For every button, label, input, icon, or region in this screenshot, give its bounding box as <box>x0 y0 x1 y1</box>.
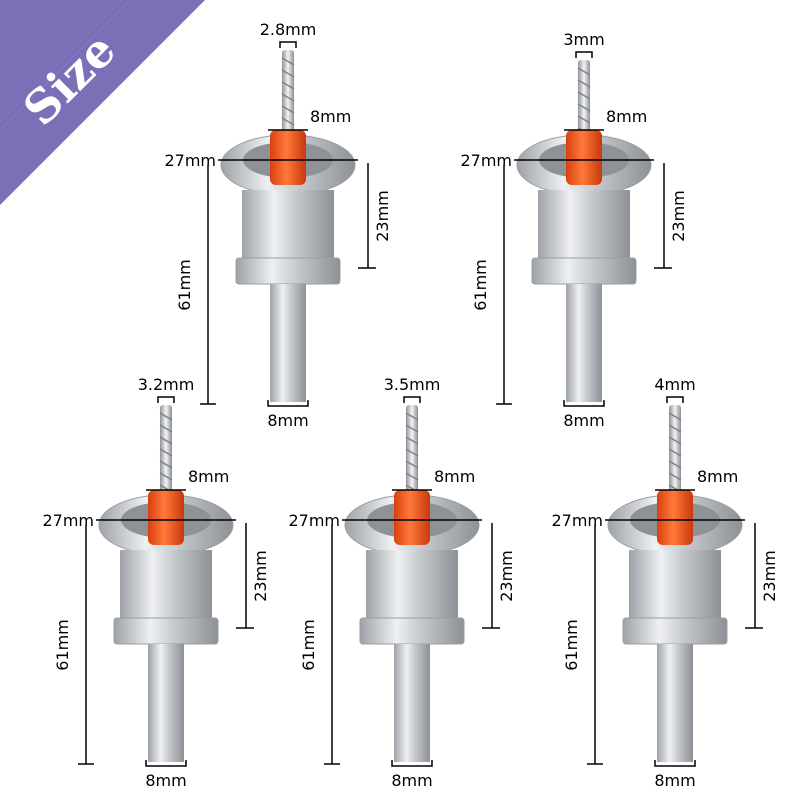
drill-flute <box>668 472 682 481</box>
shank-diameter-label: 8mm <box>654 771 695 790</box>
badge-band <box>0 0 205 205</box>
shank-dimension-line <box>267 400 309 407</box>
length-label: 61mm <box>175 259 194 311</box>
drill-bit <box>578 60 590 140</box>
drill-flute <box>405 472 419 481</box>
body-sleeve <box>366 550 458 620</box>
countersink-bit-3: 3.2mm 8mm 27mm 23mm 61mm 8mm <box>42 375 270 790</box>
shank-dimension-line <box>145 760 187 767</box>
drill-flute <box>405 436 419 445</box>
shank <box>148 644 184 762</box>
drill-flute <box>405 424 419 433</box>
size-badge: Size <box>0 0 205 205</box>
hex-nut <box>113 617 219 645</box>
drill-flute <box>159 460 173 469</box>
shank-diameter-label: 8mm <box>267 411 308 430</box>
shank <box>394 644 430 762</box>
drill-diameter-label: 2.8mm <box>260 20 317 39</box>
outer-diameter-label: 27mm <box>164 151 216 170</box>
drill-flute <box>281 81 295 90</box>
drill-dimension-line <box>403 396 421 403</box>
drill-flute <box>281 117 295 126</box>
countersink-bit-2: 3mm 8mm 27mm 23mm 61mm 8mm <box>460 30 688 430</box>
drill-flute <box>668 424 682 433</box>
countersink-bit-5: 4mm 8mm 27mm 23mm 61mm 8mm <box>551 375 779 790</box>
drill-flute <box>668 448 682 457</box>
length-label: 61mm <box>53 619 72 671</box>
drill-flute <box>668 460 682 469</box>
drill-diameter-label: 3.5mm <box>384 375 441 394</box>
drill-flute <box>405 412 419 421</box>
hex-nut <box>235 257 341 285</box>
shank-diameter-label: 8mm <box>145 771 186 790</box>
shank-diameter-label: 8mm <box>391 771 432 790</box>
collar-diameter-label: 8mm <box>697 467 738 486</box>
drill-flute <box>281 57 295 66</box>
shank-dimension-line <box>563 400 605 407</box>
shank-dimension-line <box>391 760 433 767</box>
drill-flute <box>159 412 173 421</box>
drill-flute <box>281 93 295 102</box>
drill-diameter-label: 3.2mm <box>138 375 195 394</box>
outer-diameter-label: 27mm <box>42 511 94 530</box>
drill-flute <box>577 115 591 124</box>
length-label: 61mm <box>562 619 581 671</box>
outer-diameter-label: 27mm <box>551 511 603 530</box>
collar-diameter-label: 8mm <box>310 107 351 126</box>
drill-flute <box>405 460 419 469</box>
hex-nut <box>531 257 637 285</box>
drill-dimension-line <box>279 41 297 48</box>
collar-diameter-label: 8mm <box>188 467 229 486</box>
orange-collar <box>394 490 430 545</box>
collar-diameter-label: 8mm <box>434 467 475 486</box>
orange-collar <box>566 130 602 185</box>
drill-flute <box>577 103 591 112</box>
shank <box>270 284 306 402</box>
drill-flute <box>281 105 295 114</box>
drill-flute <box>668 412 682 421</box>
countersink-bit-1: 2.8mm 8mm 27mm 23mm 61mm 8mm <box>164 20 392 430</box>
drill-diameter-label: 4mm <box>654 375 695 394</box>
shank-dimension-line <box>654 760 696 767</box>
body-sleeve <box>242 190 334 260</box>
drill-flute <box>159 472 173 481</box>
outer-diameter-label: 27mm <box>288 511 340 530</box>
collar-diameter-label: 8mm <box>606 107 647 126</box>
body-height-label: 23mm <box>760 550 779 602</box>
length-label: 61mm <box>471 259 490 311</box>
body-height-label: 23mm <box>669 190 688 242</box>
hex-nut <box>622 617 728 645</box>
drill-flute <box>668 436 682 445</box>
drill-flute <box>281 69 295 78</box>
orange-collar <box>148 490 184 545</box>
body-sleeve <box>120 550 212 620</box>
shank <box>657 644 693 762</box>
body-height-label: 23mm <box>373 190 392 242</box>
orange-collar <box>270 130 306 185</box>
hex-nut <box>359 617 465 645</box>
drill-flute <box>159 448 173 457</box>
drill-dimension-line <box>666 396 684 403</box>
drill-flute <box>577 79 591 88</box>
drill-diameter-label: 3mm <box>563 30 604 49</box>
length-label: 61mm <box>299 619 318 671</box>
drill-flute <box>577 91 591 100</box>
shank-diameter-label: 8mm <box>563 411 604 430</box>
body-sleeve <box>538 190 630 260</box>
countersink-bit-4: 3.5mm 8mm 27mm 23mm 61mm 8mm <box>288 375 516 790</box>
outer-diameter-label: 27mm <box>460 151 512 170</box>
drill-flute <box>159 424 173 433</box>
body-sleeve <box>629 550 721 620</box>
body-height-label: 23mm <box>497 550 516 602</box>
drill-flute <box>577 67 591 76</box>
drill-dimension-line <box>575 51 593 58</box>
orange-collar <box>657 490 693 545</box>
drill-flute <box>159 436 173 445</box>
body-height-label: 23mm <box>251 550 270 602</box>
shank <box>566 284 602 402</box>
drill-dimension-line <box>157 396 175 403</box>
drill-flute <box>405 448 419 457</box>
